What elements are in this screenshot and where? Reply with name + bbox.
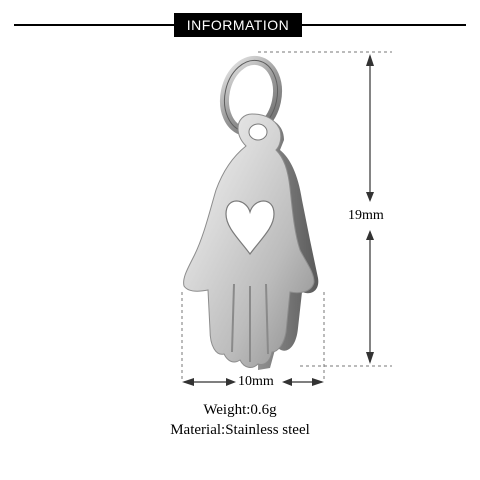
material-text: Material:Stainless steel <box>170 422 310 438</box>
spec-block: Weight:0.6g Material:Stainless steel <box>0 400 480 440</box>
finger-gap-1 <box>231 283 235 353</box>
header-rule-left <box>14 24 174 26</box>
information-header: INFORMATION <box>174 13 302 37</box>
width-label: 10mm <box>236 374 276 390</box>
dimension-guides <box>181 51 392 380</box>
height-label: 19mm <box>348 206 384 226</box>
weight-text: Weight:0.6g <box>203 402 277 418</box>
bail-hole-icon <box>248 123 268 141</box>
heart-cutout-icon <box>225 200 275 256</box>
width-dimension-arrow <box>182 378 324 386</box>
finger-gap-3 <box>265 283 269 355</box>
height-dimension-arrow <box>366 54 374 364</box>
header-rule-right <box>302 24 466 26</box>
